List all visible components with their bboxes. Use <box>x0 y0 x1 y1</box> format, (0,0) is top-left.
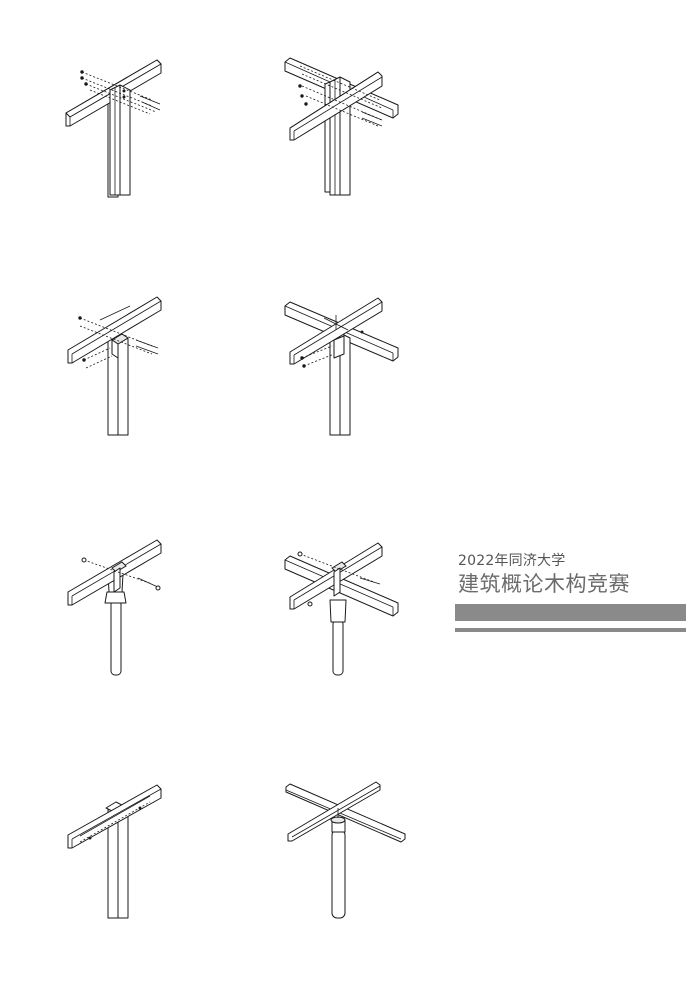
title-bar-thin <box>455 628 686 632</box>
detail-7 <box>67 784 162 919</box>
year-school-label: 2022年同济大学 <box>458 553 566 569</box>
detail-6 <box>284 542 399 676</box>
detail-2 <box>284 57 399 196</box>
detail-4 <box>284 297 399 436</box>
title-bar-thick <box>455 604 686 621</box>
detail-5 <box>67 539 162 676</box>
detail-8 <box>285 781 406 919</box>
course-title: 建筑概论木构竞赛 <box>458 572 630 596</box>
title-block: 2022年同济大学 建筑概论木构竞赛 <box>458 552 692 598</box>
detail-3 <box>67 296 162 436</box>
detail-1 <box>65 59 162 198</box>
